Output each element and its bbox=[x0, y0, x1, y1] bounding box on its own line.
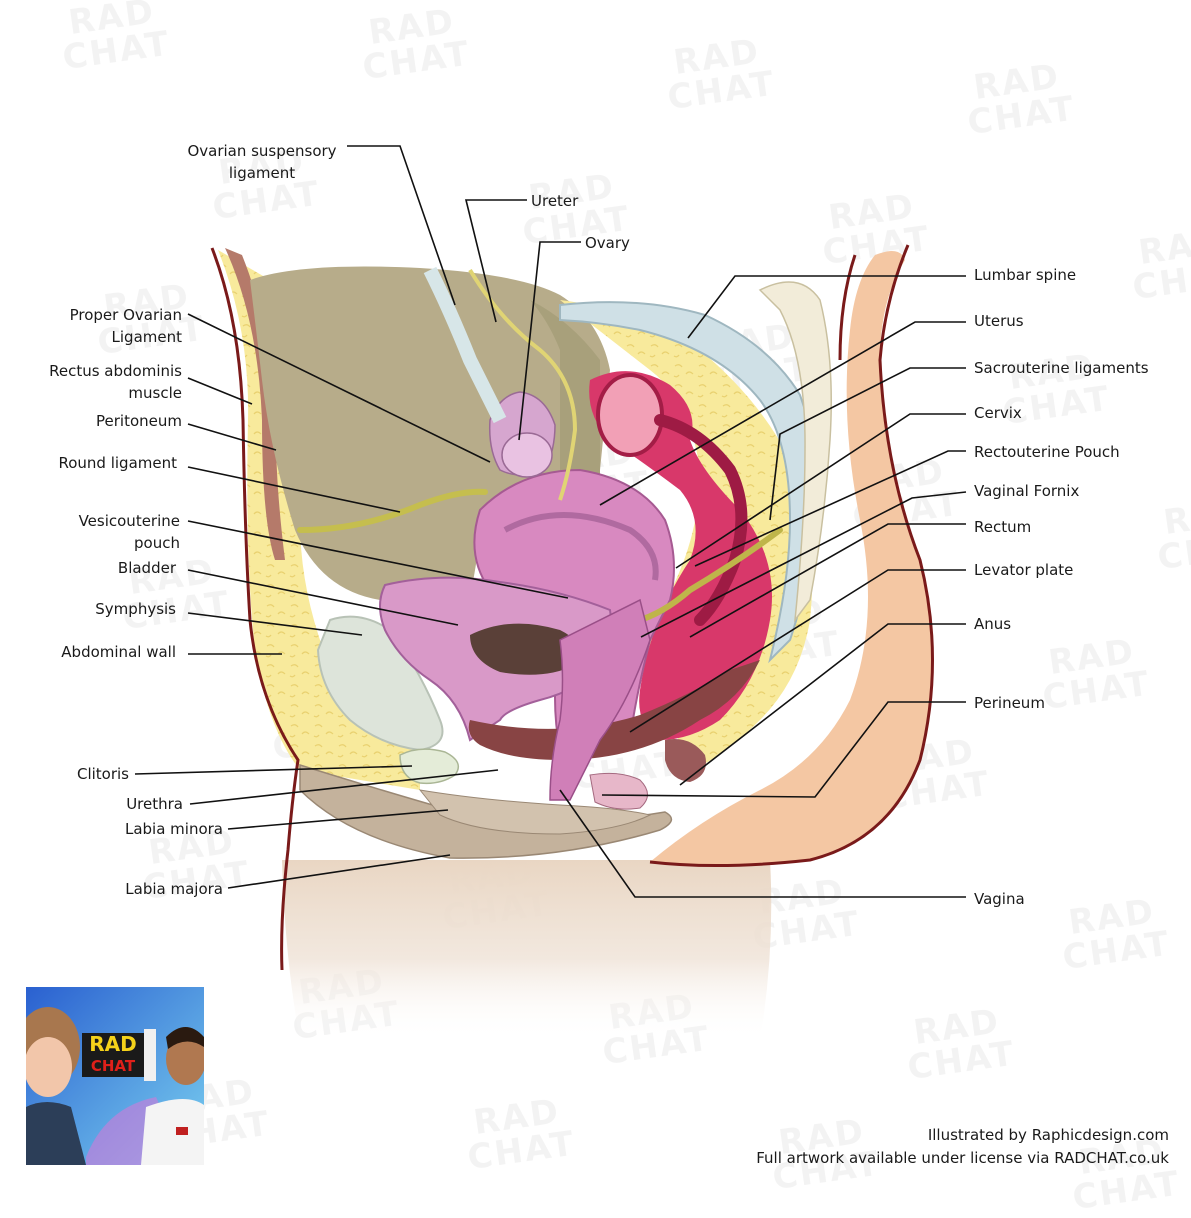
logo-rad: RAD bbox=[89, 1032, 137, 1056]
credit-license: Full artwork available under license via… bbox=[756, 1149, 1169, 1167]
vagina-canal bbox=[549, 598, 651, 801]
leader-symphysis bbox=[187, 612, 363, 636]
credit-illustrator: Illustrated by Raphicdesign.com bbox=[927, 1126, 1169, 1144]
bladder-lumen bbox=[470, 623, 580, 675]
label-vesicouterine-pouch: Vesicouterine pouch bbox=[78, 512, 180, 552]
peritoneum-fold bbox=[530, 300, 600, 505]
leader-uterus bbox=[599, 321, 966, 506]
label-peritoneum: Peritoneum bbox=[96, 412, 182, 430]
uterine-cavity bbox=[503, 512, 659, 581]
ureter-line bbox=[468, 268, 578, 501]
leader-vesicouterine-pouch bbox=[187, 520, 569, 599]
leader-clitoris bbox=[134, 765, 413, 775]
rectus-muscle bbox=[225, 248, 285, 560]
label-sacrouterine-ligaments: Sacrouterine ligaments bbox=[974, 359, 1149, 377]
leader-levator-plate bbox=[629, 569, 966, 733]
label-round-ligament: Round ligament bbox=[58, 454, 177, 472]
thigh-region bbox=[282, 860, 772, 1040]
lumbar-spine bbox=[559, 301, 817, 664]
leader-urethra bbox=[189, 769, 499, 805]
label-uterus: Uterus bbox=[974, 312, 1024, 330]
label-cervix: Cervix bbox=[974, 404, 1022, 422]
ovarian-suspensory-ligament bbox=[423, 266, 507, 424]
leader-ovary bbox=[518, 241, 581, 441]
label-ovarian-suspensory-ligament: Ovarian suspensory ligament bbox=[187, 142, 337, 182]
leader-rectum bbox=[689, 523, 966, 638]
label-urethra: Urethra bbox=[126, 795, 183, 813]
leader-lumbar-spine bbox=[687, 275, 966, 339]
label-labia-minora: Labia minora bbox=[124, 820, 223, 838]
label-perineum: Perineum bbox=[974, 694, 1045, 712]
leader-anus bbox=[679, 623, 966, 786]
leader-vaginal-fornix bbox=[640, 491, 967, 638]
label-vaginal-fornix: Vaginal Fornix bbox=[974, 482, 1080, 500]
label-vagina: Vagina bbox=[974, 890, 1025, 908]
leader-lines bbox=[134, 145, 967, 898]
anus-shape bbox=[665, 739, 706, 782]
leader-rectouterine-pouch bbox=[694, 450, 966, 567]
logo-chat: CHAT bbox=[90, 1057, 136, 1075]
levator-plate bbox=[468, 660, 760, 760]
leader-rectus-abdominis-muscle bbox=[187, 377, 253, 405]
label-rectus-abdominis-muscle: Rectus abdominis muscle bbox=[49, 362, 182, 402]
label-lumbar-spine: Lumbar spine bbox=[974, 266, 1077, 284]
rectum bbox=[589, 371, 772, 740]
leader-ureter bbox=[464, 199, 527, 323]
buttock-skin bbox=[650, 251, 933, 866]
anterior-body-outline bbox=[210, 247, 300, 971]
label-ureter: Ureter bbox=[531, 192, 579, 210]
label-proper-ovarian-ligament: Proper Ovarian Ligament bbox=[69, 306, 182, 346]
labia-minora-shape bbox=[418, 789, 652, 835]
label-ovary: Ovary bbox=[585, 234, 630, 252]
label-abdominal-wall: Abdominal wall bbox=[61, 643, 176, 661]
label-rectouterine-pouch: Rectouterine Pouch bbox=[974, 443, 1120, 461]
leader-proper-ovarian-ligament bbox=[187, 313, 491, 463]
round-ligament bbox=[297, 488, 488, 533]
label-clitoris: Clitoris bbox=[76, 765, 129, 783]
leader-peritoneum bbox=[187, 423, 277, 451]
posterior-body-outline bbox=[649, 244, 934, 868]
leader-sacrouterine-ligaments bbox=[769, 367, 966, 521]
anatomy-diagram: RADCHATRADCHATRADCHATRADCHATRADCHATRADCH… bbox=[26, 0, 1191, 1218]
leader-bladder bbox=[187, 569, 459, 626]
perineal-body bbox=[589, 772, 648, 810]
leader-ovarian-suspensory-ligament bbox=[347, 145, 456, 306]
radchat-hosts-photo: RAD CHAT bbox=[26, 987, 204, 1165]
label-symphysis: Symphysis bbox=[95, 600, 176, 618]
label-anus: Anus bbox=[974, 615, 1012, 633]
leader-labia-majora bbox=[227, 854, 451, 889]
leader-cervix bbox=[675, 413, 966, 569]
inner-gluteal-outline bbox=[838, 254, 857, 361]
leader-vagina bbox=[559, 789, 966, 898]
leader-labia-minora bbox=[227, 809, 449, 830]
rectum-inner bbox=[654, 414, 748, 626]
sacrum bbox=[758, 281, 832, 623]
label-labia-majora: Labia majora bbox=[125, 880, 223, 898]
ovary-shape bbox=[501, 432, 553, 478]
radchat-logo-text: RAD CHAT bbox=[82, 1033, 144, 1077]
label-bladder: Bladder bbox=[117, 559, 176, 577]
leader-round-ligament bbox=[187, 466, 401, 513]
label-levator-plate: Levator plate bbox=[974, 561, 1074, 579]
leader-perineum bbox=[601, 701, 966, 798]
label-rectum: Rectum bbox=[974, 518, 1032, 536]
